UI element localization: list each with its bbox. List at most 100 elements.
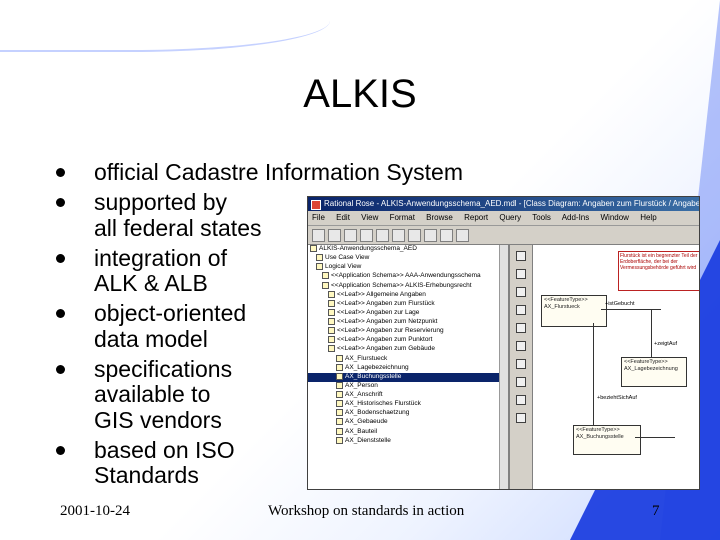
tree-item: Use Case View [308, 254, 508, 263]
bullet-item: integration of ALK & ALB [48, 244, 488, 297]
menu-file: File [312, 213, 325, 222]
menu-view: View [361, 213, 379, 222]
association-line [593, 323, 594, 425]
slide-title: ALKIS [303, 72, 417, 116]
menu-edit: Edit [336, 213, 350, 222]
class-diagram: Flurstück ist ein begrenzter Teil der Er… [533, 245, 699, 489]
class-icon [336, 409, 343, 417]
package-icon [328, 327, 335, 335]
browser-scrollbar [499, 245, 508, 489]
bullet-text: integration of ALK & ALB [94, 244, 227, 296]
tree-item: AX_Flurstueck [308, 354, 508, 364]
menu-addins: Add-Ins [561, 213, 590, 222]
bullet-text: official Cadastre Information System [94, 159, 464, 185]
bullet-item: supported by all federal states [48, 189, 488, 241]
copy-icon [376, 228, 389, 242]
window-title-bar: Rational Rose - ALKIS-Anwendungsschema_A… [308, 197, 699, 211]
generalization-tool-icon [516, 395, 526, 405]
association-line [651, 309, 652, 357]
footer-title: Workshop on standards in action [268, 503, 465, 519]
uml-class-box: <<FeatureType>> AX_Buchungsstelle [573, 425, 641, 455]
page-number: 7 [652, 503, 660, 519]
aggregation-tool-icon [516, 377, 526, 387]
zoom-out-icon [456, 228, 469, 242]
dependency-tool-icon [516, 413, 526, 423]
association-line [601, 309, 661, 310]
bullet-item: specifications available to GIS vendors [48, 355, 488, 434]
tree-item: ALKIS-Anwendungsschema_AED [308, 245, 508, 254]
bullet-dot-icon [56, 168, 65, 177]
bullet-item: object-oriented data model [48, 300, 488, 352]
package-icon [328, 318, 335, 325]
role-label: +beziehtSichAuf [597, 395, 637, 401]
rose-app-icon [311, 200, 321, 210]
class-icon [336, 381, 343, 389]
class-icon [336, 363, 343, 371]
tree-item: <<Leaf>> Angaben zum Netzpunkt [308, 318, 508, 327]
paste-icon [392, 228, 405, 242]
tree-item: <<Leaf>> Angaben zum Flurstück [308, 299, 508, 309]
menu-query: Query [499, 213, 522, 222]
tree-item: AX_Lagebezeichnung [308, 363, 508, 373]
tree-item: <<Application Schema>> ALKIS-Erhebungsre… [308, 281, 508, 291]
tree-item: AX_Bodenschaetzung [308, 409, 508, 418]
footer-date: 2001-10-24 [60, 503, 130, 519]
folder-icon [310, 245, 317, 252]
tree-item: <<Application Schema>> AAA-Anwendungssch… [308, 272, 508, 281]
package-icon [328, 290, 335, 298]
tree-item: <<Leaf>> Angaben zur Reservierung [308, 327, 508, 336]
tree-item: AX_Person [308, 381, 508, 391]
package-icon [328, 336, 335, 344]
zoom-in-icon [440, 228, 453, 242]
bullet-text: specifications available to GIS vendors [94, 355, 233, 433]
tree-item-selected: AX_Buchungsstelle [308, 372, 508, 382]
bullet-dot-icon [56, 364, 65, 374]
bullet-dot-icon [56, 445, 65, 455]
save-icon [344, 228, 357, 242]
anchor-tool-icon [516, 305, 526, 315]
tree-item: <<Leaf>> Angaben zur Lage [308, 308, 508, 318]
open-icon [328, 228, 341, 242]
menu-tools: Tools [532, 213, 551, 222]
window-body: ALKIS-Anwendungsschema_AED Use Case View… [308, 245, 699, 489]
rational-rose-screenshot: Rational Rose - ALKIS-Anwendungsschema_A… [307, 196, 700, 490]
menu-format: Format [389, 213, 415, 222]
bullet-dot-icon [56, 253, 65, 263]
browse-icon [424, 228, 437, 242]
tree-item: AX_Gebaeude [308, 418, 508, 427]
tree-item: AX_Historisches Flurstück [308, 400, 508, 409]
class-icon [336, 391, 343, 398]
class-tool-icon [516, 323, 526, 333]
package-icon [328, 345, 335, 353]
menu-browse: Browse [426, 213, 453, 222]
decorative-curve [0, 0, 330, 52]
package-icon [328, 308, 335, 316]
tree-item: AX_Bauteil [308, 427, 508, 437]
bullet-dot-icon [56, 198, 65, 207]
association-line [635, 437, 675, 438]
tree-item: AX_Anschrift [308, 391, 508, 400]
new-icon [312, 228, 325, 242]
bullet-list: official Cadastre Information System sup… [48, 159, 488, 493]
package-icon [322, 281, 329, 289]
class-icon [336, 427, 343, 435]
bullet-text: object-oriented data model [94, 300, 247, 352]
bullet-text: based on ISO Standards [94, 436, 235, 488]
bullet-text: supported by all federal states [94, 189, 262, 241]
folder-icon [316, 263, 323, 271]
role-label: +istGebucht [605, 301, 635, 307]
interface-tool-icon [516, 341, 526, 351]
toolbar [308, 226, 699, 245]
diagram-toolbox [510, 245, 533, 489]
bullet-item: based on ISO Standards [48, 436, 488, 489]
package-icon [322, 272, 329, 280]
menu-help: Help [640, 213, 657, 222]
uml-class-box: <<FeatureType>> AX_Lagebezeichnung [621, 357, 687, 387]
bullet-item: official Cadastre Information System [48, 159, 488, 186]
menu-window: Window [600, 213, 629, 222]
tree-item: AX_Dienststelle [308, 436, 508, 446]
package-icon [328, 299, 335, 307]
association-tool-icon [516, 359, 526, 369]
select-tool-icon [516, 251, 526, 261]
window-title: Rational Rose - ALKIS-Anwendungsschema_A… [324, 199, 699, 208]
